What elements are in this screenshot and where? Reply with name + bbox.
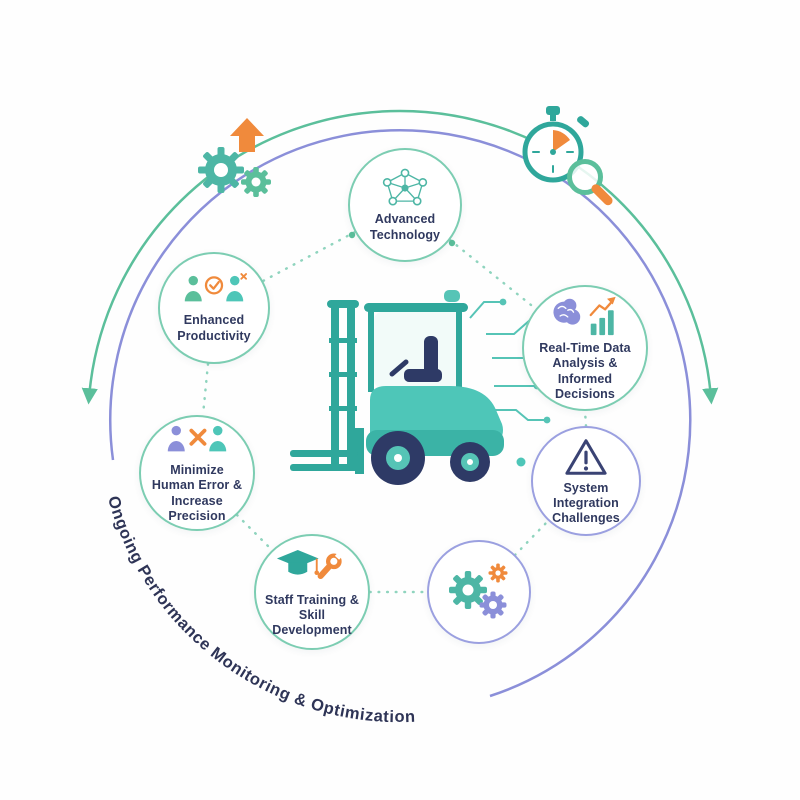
node-connectors — [201, 230, 588, 594]
node-label: Real-Time Data Analysis & Informed Decis… — [539, 341, 631, 401]
node-system-integration-challenges: System Integration Challenges — [531, 426, 641, 536]
forklift-mast — [327, 300, 359, 468]
gears-growth-icon — [198, 118, 271, 197]
node-label: Enhanced Productivity — [177, 313, 251, 343]
outer-arc-green — [81, 109, 719, 405]
gear-large-icon — [198, 147, 244, 193]
stopwatch-magnifier-icon — [522, 106, 613, 206]
node-enhanced-productivity: Enhanced Productivity — [158, 252, 270, 364]
up-arrow-icon — [230, 118, 264, 152]
node-label: Advanced Technology — [369, 212, 441, 242]
training-tools-icon — [276, 549, 345, 579]
gear-small-icon — [241, 167, 271, 197]
node-advanced-technology: Advanced Technology — [348, 148, 462, 262]
node-automation-gears — [427, 540, 531, 644]
wrench-icon — [317, 549, 345, 579]
people-check-icon — [184, 273, 247, 302]
node-staff-training: Staff Training & Skill Development — [254, 534, 370, 650]
magnifier-icon — [567, 159, 613, 206]
node-realtime-data-analysis: Real-Time Data Analysis & Informed Decis… — [522, 285, 648, 411]
node-label: Minimize Human Error & Increase Precisio… — [151, 463, 243, 523]
warning-triangle-icon — [565, 438, 607, 475]
forklift-seat — [389, 336, 442, 382]
node-label: Staff Training & Skill Development — [265, 592, 359, 638]
people-error-icon — [167, 425, 227, 452]
node-minimize-human-error: Minimize Human Error & Increase Precisio… — [139, 415, 255, 531]
node-label: System Integration Challenges — [552, 480, 620, 526]
network-icon — [382, 168, 428, 206]
forklift-forks — [290, 428, 364, 474]
beacon-light — [444, 290, 460, 302]
stopwatch-icon — [522, 106, 590, 183]
brain-chart-icon — [553, 296, 616, 336]
forklift-wheels — [371, 431, 490, 485]
gears-icon — [449, 563, 508, 618]
forklift-illustration — [290, 290, 563, 485]
connector-dots — [348, 231, 526, 467]
